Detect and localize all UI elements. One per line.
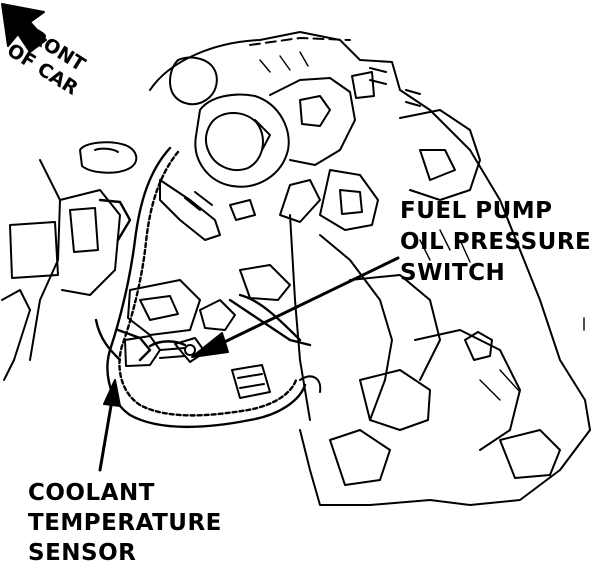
switch-label: SWITCH bbox=[400, 260, 506, 286]
temperature-label: TEMPERATURE bbox=[28, 510, 222, 536]
left-components bbox=[1, 141, 322, 399]
coolant-sensor-body bbox=[124, 335, 186, 367]
wiring-harness bbox=[94, 146, 312, 429]
oil-pressure-label: OIL PRESSURE bbox=[400, 229, 592, 255]
sensor-label: SENSOR bbox=[28, 540, 137, 566]
engine-block bbox=[149, 31, 591, 506]
fuel-pump-label: FUEL PUMP bbox=[400, 198, 553, 224]
leader-arrows bbox=[98, 256, 400, 472]
detail-strokes bbox=[259, 51, 585, 401]
arrow-up-left-icon bbox=[1, 3, 47, 53]
coolant-label: COOLANT bbox=[28, 480, 155, 506]
